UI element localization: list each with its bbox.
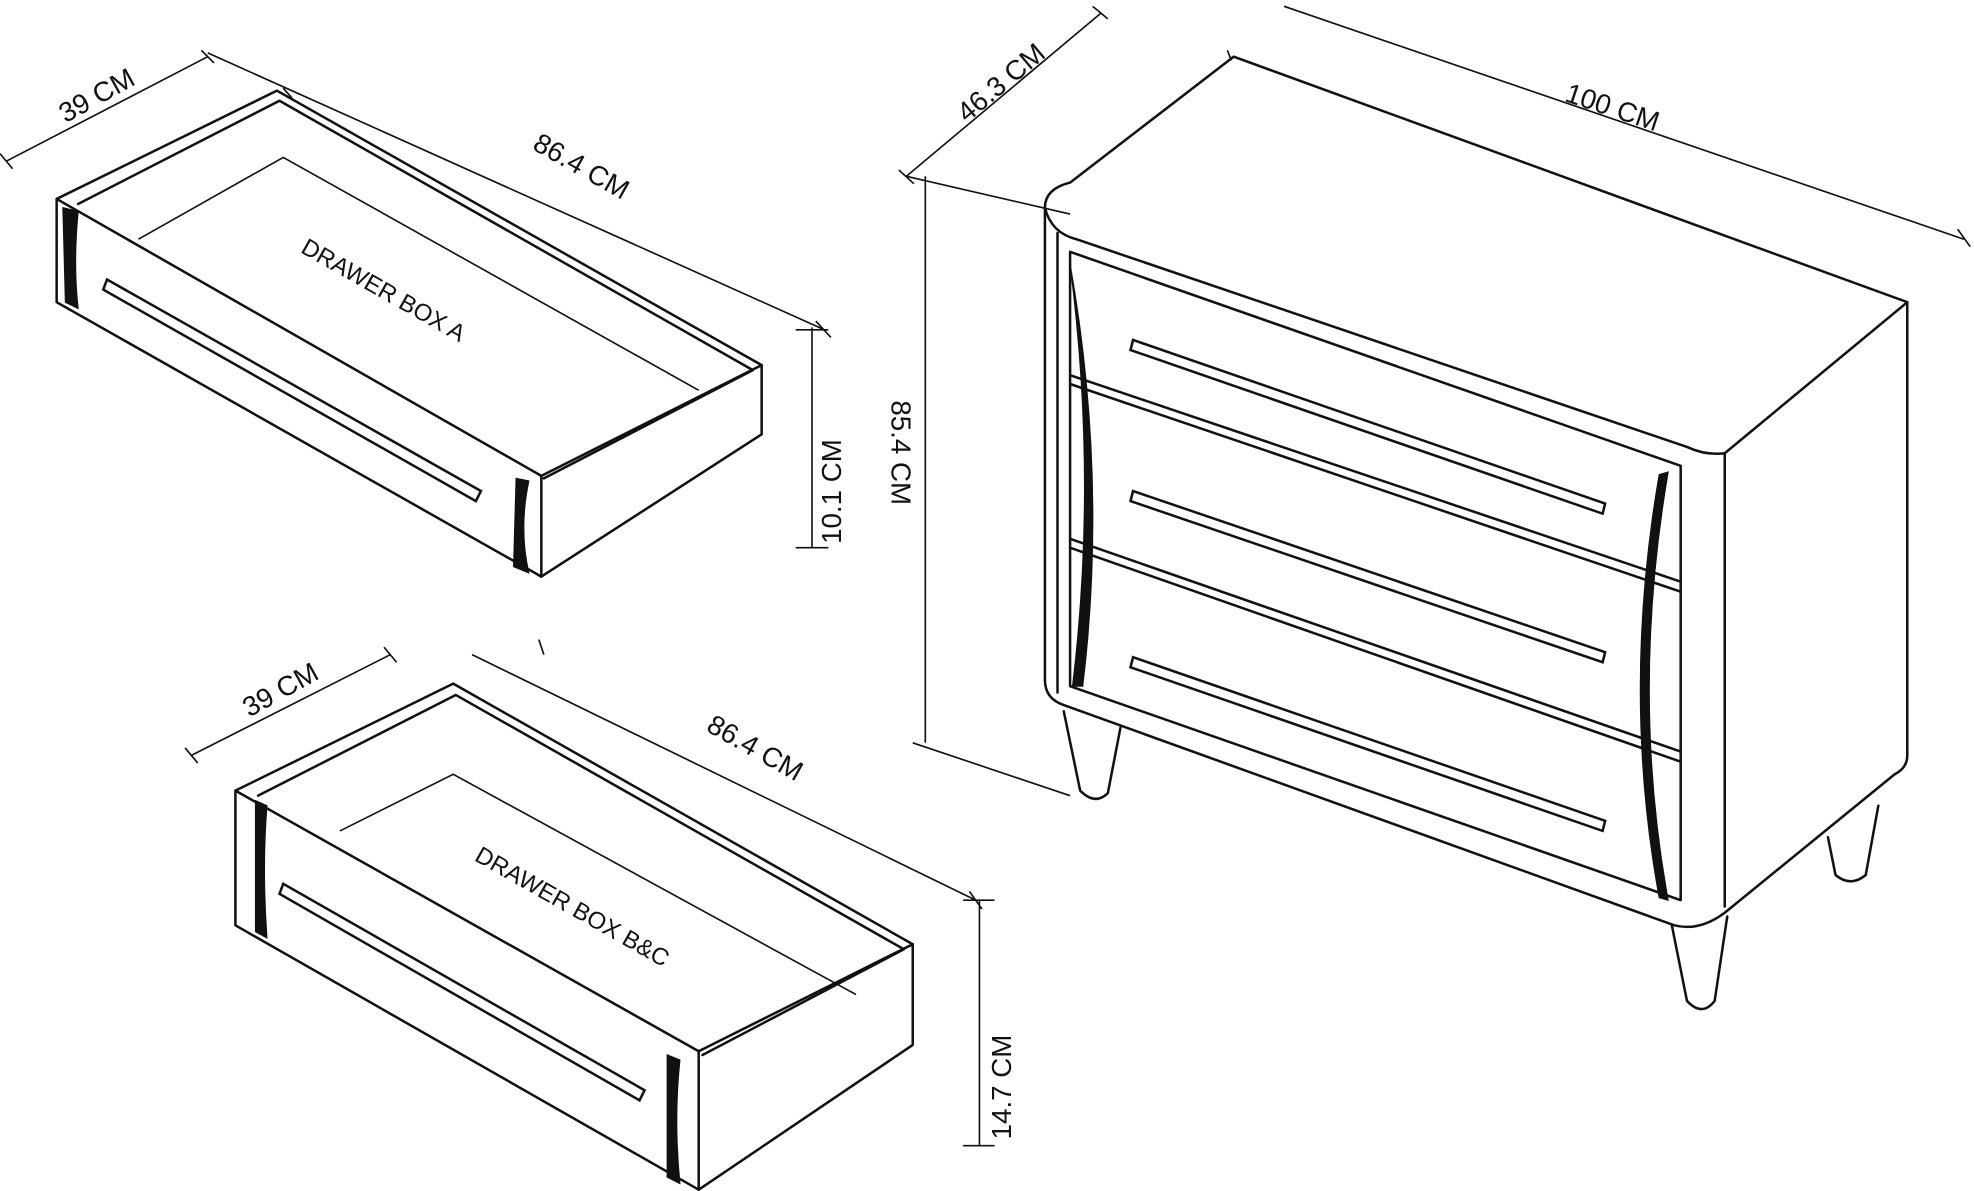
drawer-box-a: DRAWER BOX A 39 CM 86.4 CM 10.1 CM [0,49,847,578]
drawer-a-label: DRAWER BOX A [297,234,470,348]
drawer-a-depth: 39 CM [53,62,139,129]
chest-depth: 46.3 CM [951,37,1051,128]
drawer-a-width: 86.4 CM [528,127,634,206]
drawer-bc-depth: 39 CM [237,656,323,723]
drawer-box-bc: DRAWER BOX B&C 39 CM 86.4 CM 14.7 CM [184,639,1017,1191]
chest-of-drawers: 46.3 CM 100 CM 85.4 CM [885,5,1971,1011]
drawer-a-height: 10.1 CM [816,439,847,544]
drawer-bc-label: DRAWER BOX B&C [470,842,673,973]
chest-width: 100 CM [1562,77,1664,137]
drawer-bc-height: 14.7 CM [986,1035,1017,1140]
chest-height: 85.4 CM [885,400,916,505]
